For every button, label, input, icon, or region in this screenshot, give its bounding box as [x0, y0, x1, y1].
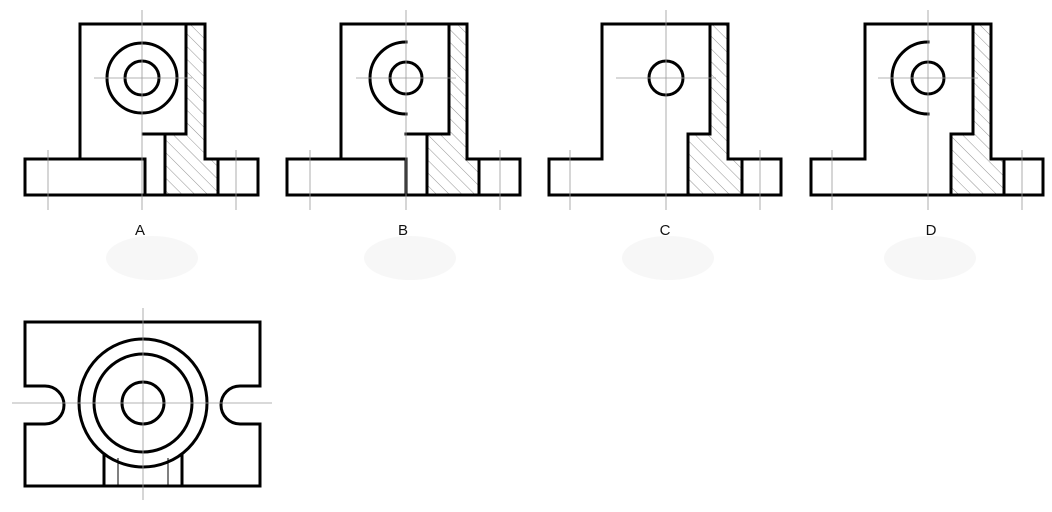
option-label-a: A [134, 222, 146, 239]
smudge [106, 236, 198, 280]
smudge [884, 236, 976, 280]
option-a-view[interactable] [23, 10, 260, 210]
option-d-view[interactable] [809, 10, 1045, 210]
smudge [622, 236, 714, 280]
option-label-c: C [659, 222, 671, 239]
option-label-d: D [925, 222, 937, 239]
option-c-view[interactable] [547, 10, 783, 210]
smudge [364, 236, 456, 280]
option-label-b: B [397, 222, 409, 239]
option-b-view[interactable] [285, 10, 522, 210]
top-view [12, 308, 272, 500]
